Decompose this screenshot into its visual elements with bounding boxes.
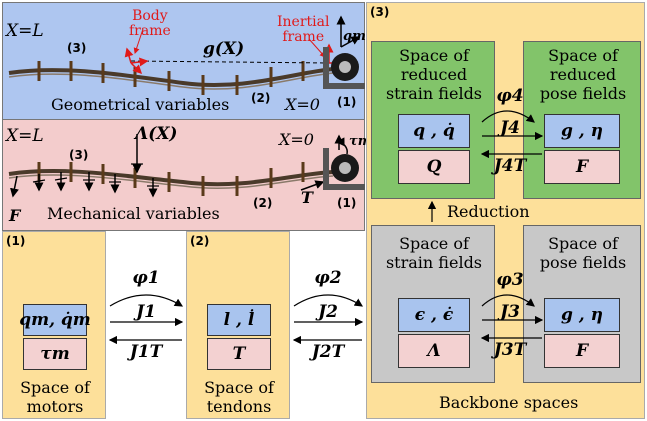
tendons-caption-line1: Space of bbox=[204, 378, 274, 397]
tag-3-geo: (3) bbox=[67, 41, 87, 55]
reduced-pose-force-box: F bbox=[544, 150, 620, 184]
pose-force-box: F bbox=[544, 334, 620, 368]
tendons-caption-line2: tendons bbox=[206, 397, 272, 416]
strain-fields-title-line2: strain fields bbox=[385, 253, 483, 272]
tendon-tension-box: T bbox=[207, 338, 271, 370]
j3-label: J3 bbox=[500, 302, 520, 322]
motor-state-box: qm, q̇m bbox=[19, 304, 91, 336]
reduction-label: Reduction bbox=[447, 202, 530, 221]
phi4-arc bbox=[481, 110, 535, 123]
f-label-mech: F bbox=[9, 206, 21, 225]
motors-caption-line2: motors bbox=[26, 397, 84, 416]
reduced-strain-force-box: Q bbox=[398, 150, 470, 184]
j3t-label: J3T bbox=[493, 340, 527, 360]
lambda-of-x-label: Λ(X) bbox=[135, 124, 178, 144]
tag-1-geo: (1) bbox=[337, 95, 357, 109]
tag-2-geo: (2) bbox=[251, 91, 271, 105]
reduced-strain-title-line2: reduced bbox=[400, 65, 468, 84]
pose-fields-title-line2: pose fields bbox=[539, 253, 627, 272]
tau-m-label: τm bbox=[349, 134, 372, 149]
j1-label: J1 bbox=[136, 302, 156, 322]
strain-stress-box: Λ bbox=[398, 334, 470, 368]
map-tendons-to-backbone bbox=[290, 231, 366, 419]
j2-label: J2 bbox=[318, 302, 338, 322]
j4-label: J4 bbox=[500, 118, 520, 138]
robot-backbone-illustration bbox=[8, 15, 365, 95]
tag-3-backbone: (3) bbox=[370, 5, 390, 19]
q-m-label: qm bbox=[343, 29, 366, 44]
phi1-label: φ1 bbox=[132, 268, 160, 288]
tag-3-mech: (3) bbox=[69, 148, 89, 162]
x-equals-0-mech: X=0 bbox=[279, 130, 314, 149]
inertial-frame-label-line2: frame bbox=[282, 29, 325, 45]
reduced-pose-title-line1: Space of bbox=[548, 46, 618, 65]
tag-2-tendons: (2) bbox=[190, 234, 210, 248]
body-frame-label-line1: Body bbox=[132, 8, 168, 24]
motors-caption-line1: Space of bbox=[20, 378, 90, 397]
j4t-label: J4T bbox=[493, 156, 527, 176]
motor-torque-box: τm bbox=[23, 338, 87, 370]
mechanical-variables-caption: Mechanical variables bbox=[47, 204, 220, 223]
reduced-strain-title-line1: Space of bbox=[399, 46, 469, 65]
reduced-pose-title-line2: reduced bbox=[549, 65, 617, 84]
tendon-state-box: l , l̇ bbox=[207, 304, 271, 336]
phi3-arc bbox=[481, 294, 535, 307]
robot-forces-illustration bbox=[8, 134, 365, 198]
phi2-label: φ2 bbox=[314, 268, 342, 288]
j2t-label: J2T bbox=[311, 342, 345, 362]
phi3-label: φ3 bbox=[496, 270, 524, 290]
mechanical-variables-panel: X=L (3) Λ(X) X=0 τm F Mechanical variabl… bbox=[2, 119, 372, 231]
reduced-strain-state-box: q , q̇ bbox=[398, 114, 470, 148]
strain-state-box: ϵ , ϵ̇ bbox=[398, 298, 470, 332]
map-motors-to-tendons bbox=[106, 231, 186, 419]
phi1-arc bbox=[109, 294, 184, 307]
pose-state-box: g , η bbox=[544, 298, 620, 332]
phi4-label: φ4 bbox=[496, 86, 524, 106]
strain-fields-title-line1: Space of bbox=[399, 234, 469, 253]
j1t-label: J1T bbox=[129, 342, 163, 362]
pose-fields-title-line1: Space of bbox=[548, 234, 618, 253]
t-label-mech: T bbox=[301, 188, 313, 207]
reduced-strain-title-line3: strain fields bbox=[385, 84, 483, 103]
tag-1-mech: (1) bbox=[337, 196, 357, 210]
x-equals-l-mech: X=L bbox=[6, 126, 44, 146]
x-equals-0-geo: X=0 bbox=[285, 95, 320, 114]
x-equals-l-geo: X=L bbox=[6, 21, 44, 41]
reduced-pose-title-line3: pose fields bbox=[539, 84, 627, 103]
g-of-x-label: g(X) bbox=[203, 39, 245, 59]
geometrical-variables-caption: Geometrical variables bbox=[51, 95, 230, 114]
tag-2-mech: (2) bbox=[253, 196, 273, 210]
body-frame-label-line2: frame bbox=[129, 23, 171, 39]
tag-1-motors: (1) bbox=[6, 234, 26, 248]
inertial-frame-label-line1: Inertial bbox=[277, 14, 330, 30]
reduced-pose-state-box: g , η bbox=[544, 114, 620, 148]
phi2-arc bbox=[293, 294, 364, 307]
backbone-spaces-caption: Backbone spaces bbox=[439, 393, 579, 412]
